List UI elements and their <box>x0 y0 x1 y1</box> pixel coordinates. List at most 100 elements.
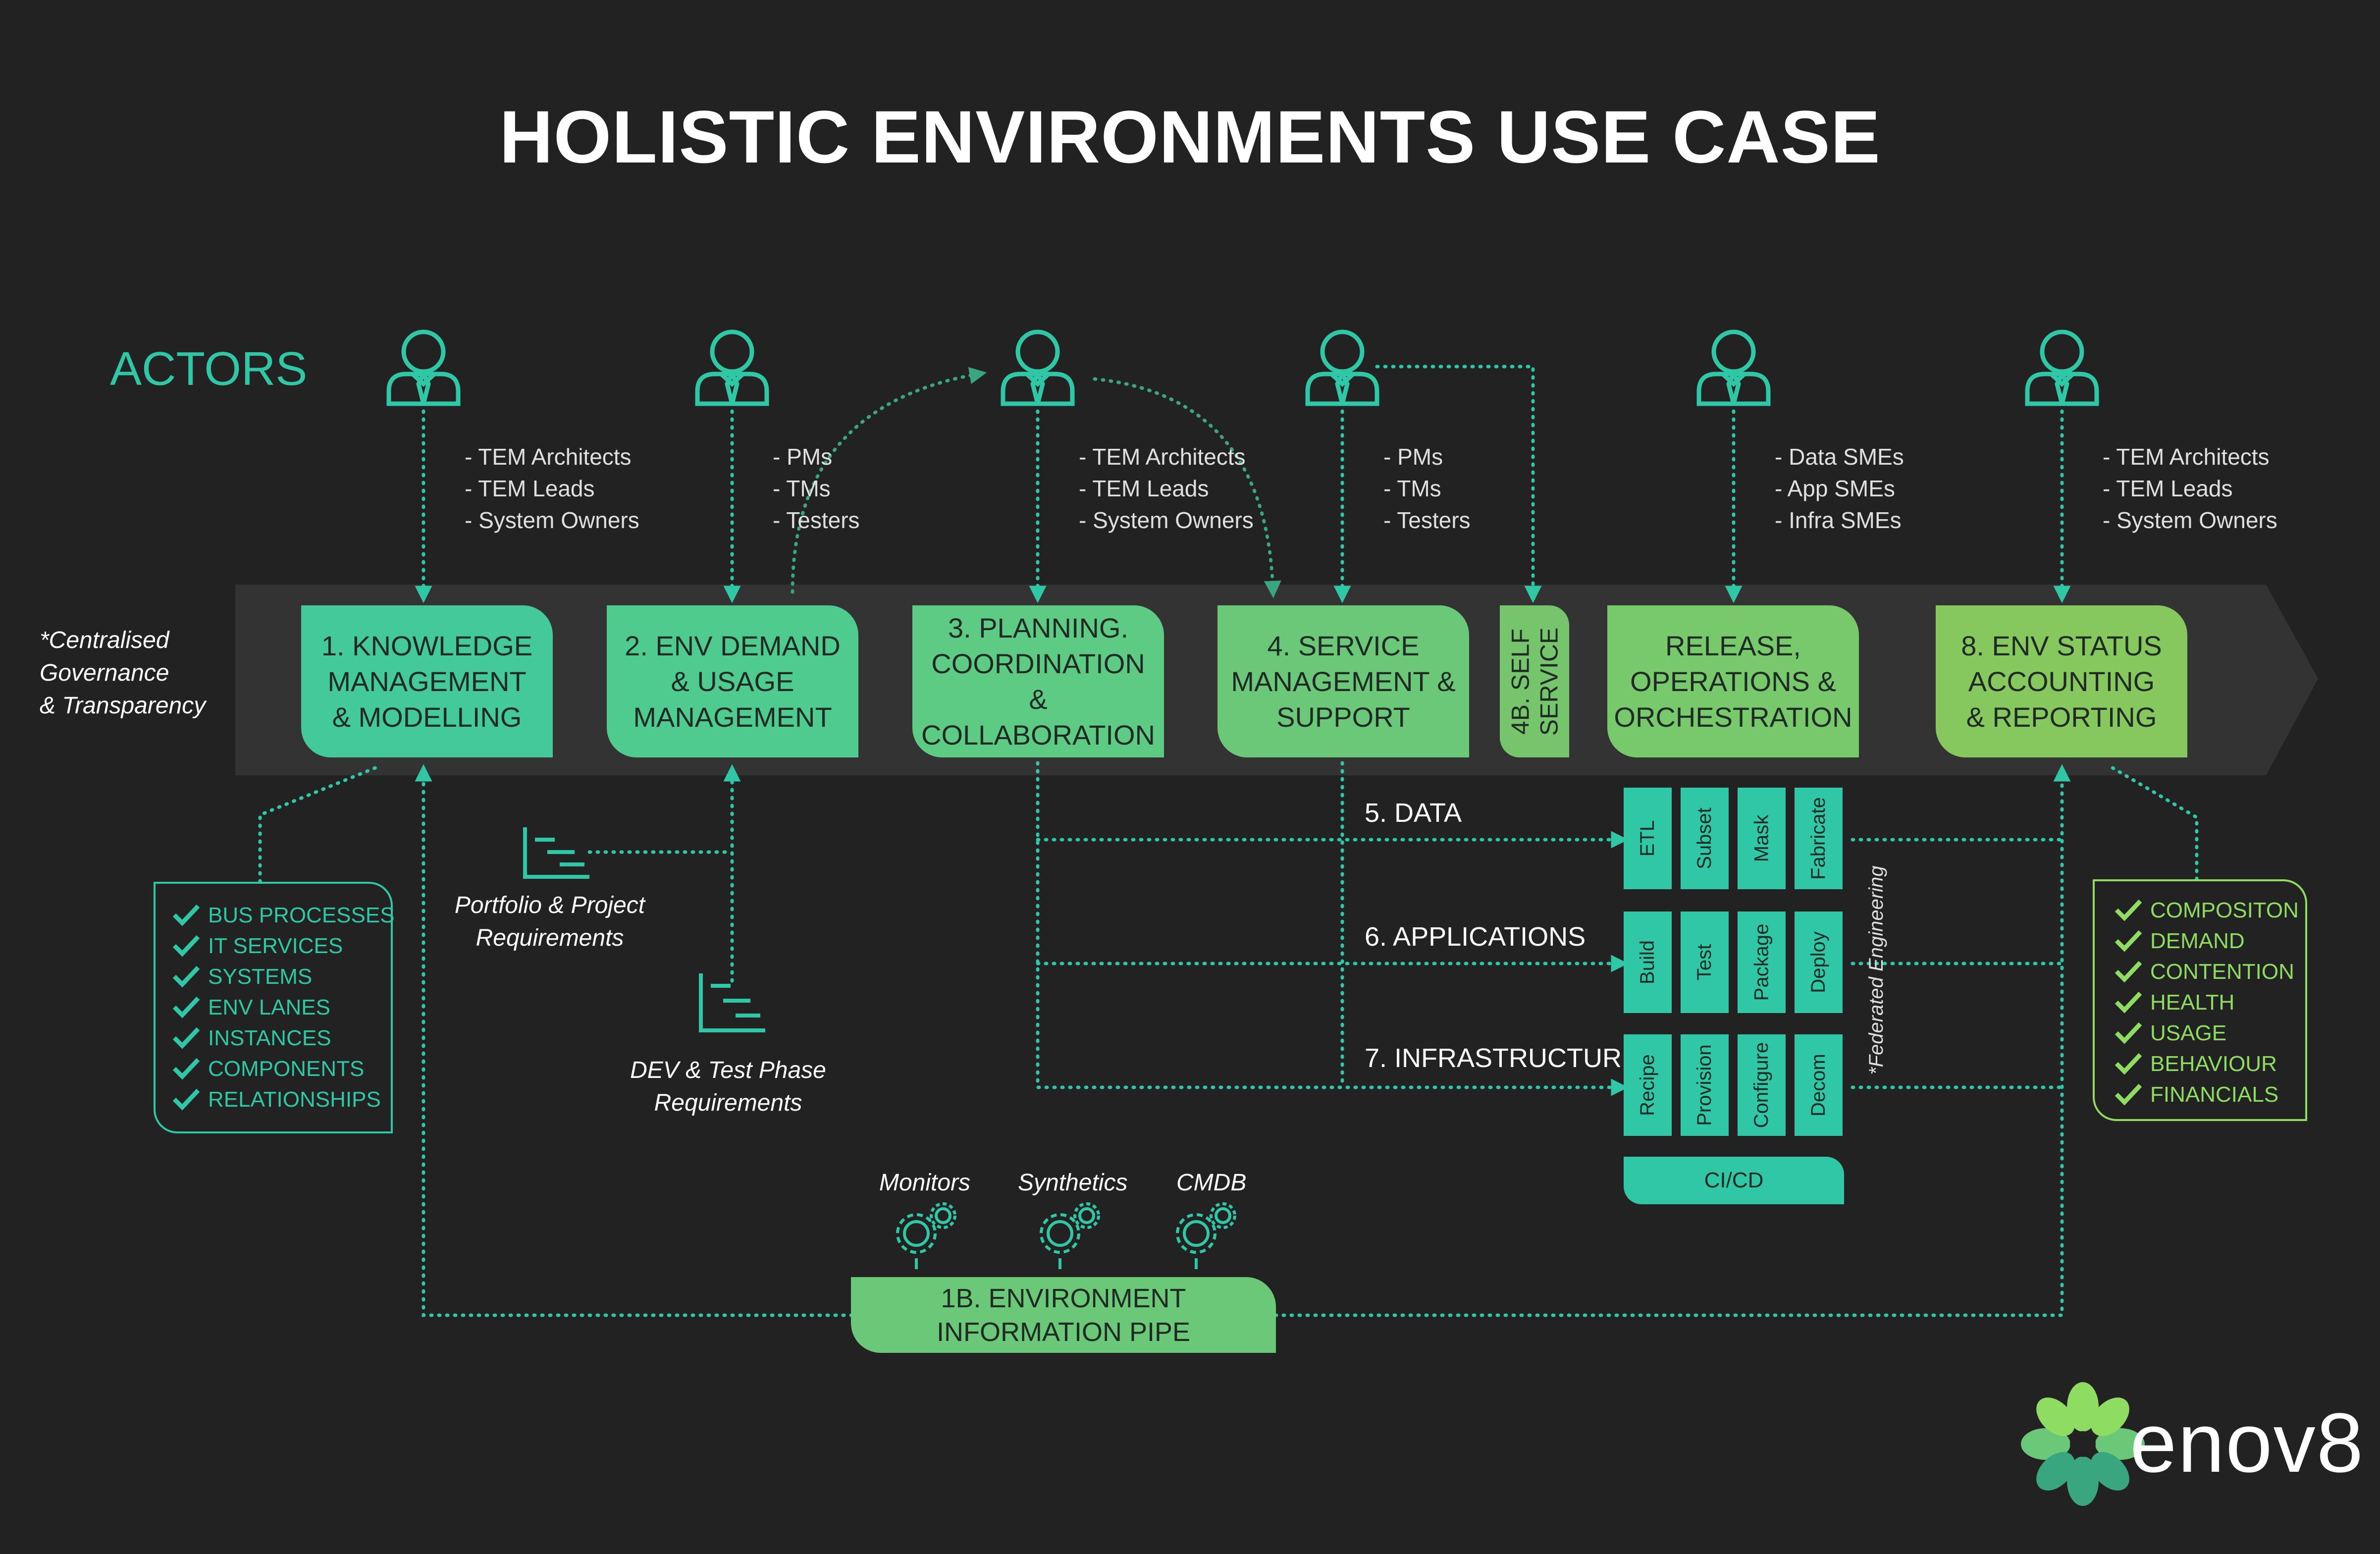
cell-test[interactable]: Test <box>1681 911 1729 1013</box>
checklist-item-label: CONTENTION <box>2150 960 2294 984</box>
source-monitors: Monitors <box>879 1170 971 1196</box>
checklist-item-label: SYSTEMS <box>208 965 313 989</box>
checkmark-icon <box>2115 899 2142 921</box>
row-label-applications: 6. APPLICATIONS <box>1365 922 1586 952</box>
document-icon <box>699 973 765 1032</box>
actor-icon <box>1305 329 1379 406</box>
checkmark-icon <box>172 935 200 957</box>
checklist-item-label: COMPONENTS <box>208 1057 365 1081</box>
cell-etl[interactable]: ETL <box>1624 788 1672 889</box>
checkmark-icon <box>2115 1053 2142 1075</box>
actor-icon <box>1696 329 1771 406</box>
stage-planning[interactable]: 3. PLANNING.COORDINATION& COLLABORATION <box>912 605 1164 757</box>
federated-engineering-label: *Federated Engineering <box>1865 865 1887 1075</box>
cell-deploy[interactable]: Deploy <box>1795 911 1843 1013</box>
checklist-item-label: BUS PROCESSES <box>208 903 395 927</box>
source-synthetics: Synthetics <box>1018 1170 1128 1196</box>
checkmark-icon <box>172 965 200 988</box>
connectors <box>258 365 2199 1317</box>
checkmark-icon <box>2115 961 2142 983</box>
actor-roles: - Data SMEs- App SMEs- Infra SMEs <box>1775 444 1904 533</box>
stage-release-operations[interactable]: RELEASE,OPERATIONS &ORCHESTRATION <box>1607 605 1859 757</box>
checklist-item-label: HEALTH <box>2150 990 2235 1015</box>
checklist-item-label: FINANCIALS <box>2150 1082 2279 1107</box>
checklist-item: BEHAVIOUR <box>2114 1049 2299 1079</box>
actor-roles: - TEM Architects- TEM Leads- System Owne… <box>1079 444 1254 533</box>
cell-subset[interactable]: Subset <box>1681 788 1729 889</box>
enov8-logo-mark <box>2021 1382 2145 1506</box>
cell-recipe[interactable]: Recipe <box>1624 1034 1672 1136</box>
checklist-item-label: BEHAVIOUR <box>2150 1052 2277 1076</box>
checklist-item-label: ENV LANES <box>208 995 330 1019</box>
actor-icon <box>386 329 461 406</box>
checklist-item: SYSTEMS <box>171 962 395 992</box>
gear-icon <box>1040 1202 1100 1269</box>
checklist-item: COMPONENTS <box>171 1054 395 1084</box>
checklist-item-label: INSTANCES <box>208 1026 331 1050</box>
checkmark-icon <box>172 996 200 1018</box>
actors-label: ACTORS <box>110 342 308 395</box>
checklist-item-label: IT SERVICES <box>208 934 343 958</box>
knowledge-checklist: BUS PROCESSES IT SERVICES SYSTEMS ENV LANES… <box>154 882 395 1133</box>
reporting-checklist: COMPOSITON DEMAND CONTENTION HEALTH USAGE BEH… <box>2093 879 2307 1121</box>
cell-fabricate[interactable]: Fabricate <box>1795 788 1843 889</box>
cicd-bar[interactable]: CI/CD <box>1624 1157 1844 1204</box>
checklist-item: FINANCIALS <box>2114 1079 2299 1110</box>
checklist-item-label: DEMAND <box>2150 929 2245 953</box>
actor-icons <box>386 329 2099 406</box>
cell-package[interactable]: Package <box>1738 911 1786 1013</box>
checkmark-icon <box>172 904 200 926</box>
gear-icon <box>896 1202 956 1269</box>
checkmark-icon <box>172 1088 200 1111</box>
page-title: HOLISTIC ENVIRONMENTS USE CASE <box>499 95 1881 178</box>
checklist-item: BUS PROCESSES <box>171 900 395 931</box>
checklist-item: IT SERVICES <box>171 931 395 962</box>
cell-configure[interactable]: Configure <box>1738 1034 1786 1136</box>
row-label-infrastructure: 7. INFRASTRUCTURE <box>1365 1043 1640 1073</box>
actor-icon <box>1001 329 1075 406</box>
checklist-item: ENV LANES <box>171 992 395 1023</box>
checklist-item: CONTENTION <box>2114 957 2299 987</box>
checkmark-icon <box>2115 1022 2142 1044</box>
enov8-logo-text: enov8 <box>2130 1396 2365 1490</box>
cell-build[interactable]: Build <box>1624 911 1672 1013</box>
gear-icon <box>1176 1202 1236 1269</box>
checklist-item: DEMAND <box>2114 926 2299 957</box>
checklist-item: INSTANCES <box>171 1023 395 1054</box>
actor-roles: - PMs- TMs- Testers <box>773 444 860 533</box>
checklist-item-label: RELATIONSHIPS <box>208 1087 381 1112</box>
checkmark-icon <box>2115 991 2142 1014</box>
cell-decom[interactable]: Decom <box>1795 1034 1843 1136</box>
checklist-item-label: USAGE <box>2150 1021 2227 1045</box>
checklist-item-label: COMPOSITON <box>2150 898 2299 922</box>
source-cmdb: CMDB <box>1176 1170 1247 1196</box>
cell-provision[interactable]: Provision <box>1681 1034 1729 1136</box>
checkmark-icon <box>2115 930 2142 952</box>
curved-arrows <box>791 367 1281 598</box>
checklist-item: USAGE <box>2114 1018 2299 1049</box>
actor-icon <box>695 329 769 406</box>
actor-roles: - TEM Architects- TEM Leads- System Owne… <box>2103 444 2277 533</box>
checklist-item: COMPOSITON <box>2114 895 2299 926</box>
cell-mask[interactable]: Mask <box>1738 788 1786 889</box>
actor-roles: - PMs- TMs- Testers <box>1383 444 1471 533</box>
checkmark-icon <box>172 1058 200 1080</box>
checklist-item: RELATIONSHIPS <box>171 1084 395 1115</box>
actor-icon <box>2025 329 2099 406</box>
actor-roles: - TEM Architects- TEM Leads- System Owne… <box>465 444 639 533</box>
checkmark-icon <box>172 1027 200 1049</box>
document-icon <box>523 827 589 879</box>
checkmark-icon <box>2115 1083 2142 1106</box>
gear-icons <box>896 1202 1236 1269</box>
row-label-data: 5. DATA <box>1365 798 1462 828</box>
